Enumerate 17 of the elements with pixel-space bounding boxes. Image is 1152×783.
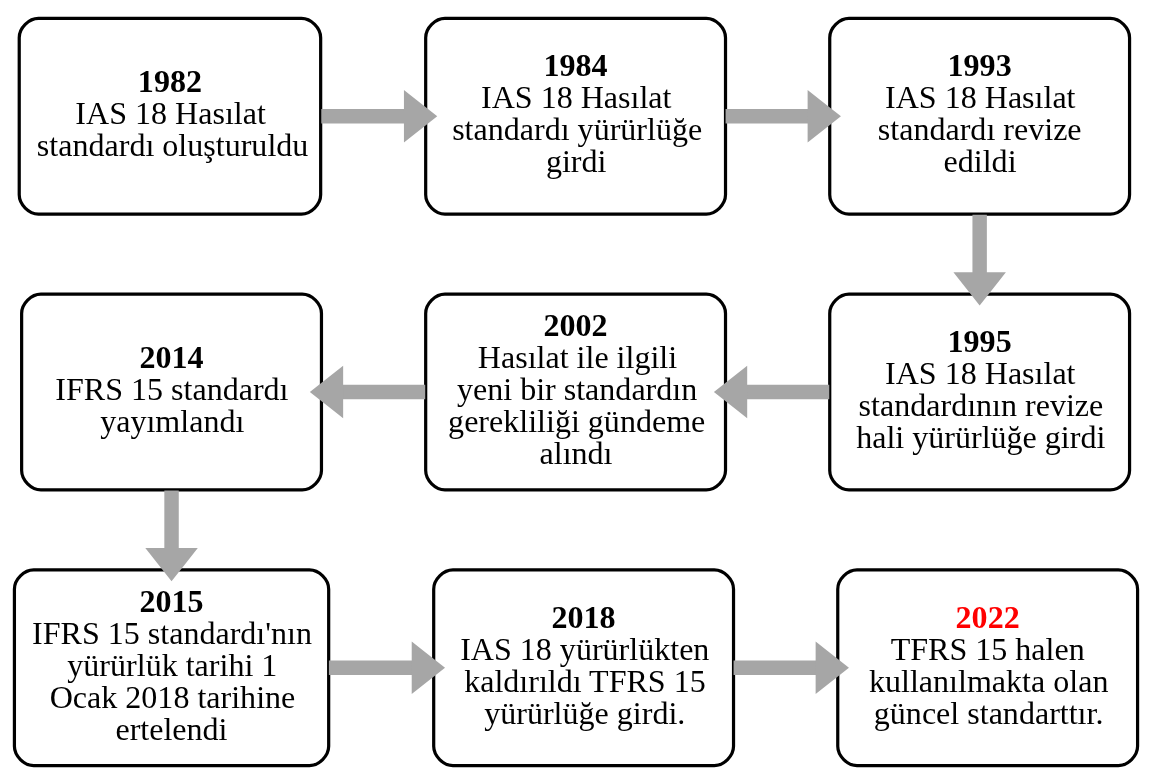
node-box: 1982 IAS 18 Hasılat standardı oluşturuldu (17, 16, 323, 216)
node-box: 2018 IAS 18 yürürlükten kaldırıldı TFRS 15 yürürlüğe girdi. (432, 567, 736, 767)
arrow (733, 641, 849, 694)
node-box: 2015 IFRS 15 standardı'nın yürürlük tarihi 1 Ocak 2018 tarihine ertelendi (12, 567, 331, 767)
arrow (145, 489, 198, 581)
arrow (328, 641, 445, 694)
node-box: 2014 IFRS 15 standardı yayımlandı (20, 292, 324, 491)
arrow (713, 365, 830, 418)
arrow (953, 214, 1006, 305)
node-box: 2002 Hasılat ile ilgili yeni bir standardın gerekliliği gündeme alındı (424, 292, 728, 491)
node-box: 1984 IAS 18 Hasılat standardı yürürlüğe girdi (424, 16, 728, 216)
arrow (725, 89, 841, 142)
node-box: 1993 IAS 18 Hasılat standardı revize edildi (828, 16, 1132, 216)
arrow (309, 365, 426, 418)
arrow (321, 89, 438, 142)
node-box: 1995 IAS 18 Hasılat standardının revize hali yürürlüğe girdi (828, 292, 1132, 491)
node-box: 2022 TFRS 15 halen kullanılmakta olan güncel standarttır. (836, 567, 1140, 767)
